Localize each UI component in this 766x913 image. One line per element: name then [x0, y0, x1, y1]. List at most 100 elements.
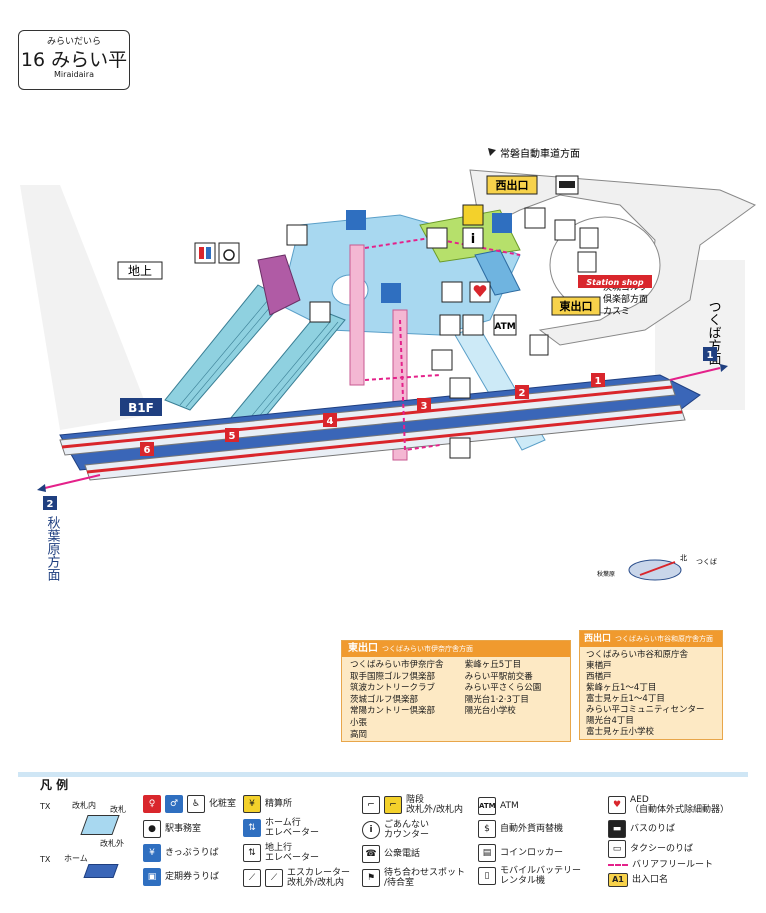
legend-divider: [18, 772, 748, 777]
legend-locker: ▤ コインロッカー: [478, 844, 563, 862]
legend-info-counter: i ごあんないカウンター: [362, 820, 429, 840]
wheelchair-icon: ♿: [187, 795, 205, 813]
legend-ticket-label: きっぷうりば: [165, 848, 219, 858]
west-exit-header: 西出口つくばみらい市谷和原庁舎方面: [580, 631, 722, 647]
west-exit-subtitle: つくばみらい市谷和原庁舎方面: [615, 635, 714, 643]
station-office-icon: ●: [143, 820, 161, 838]
toilet-icon-2: [439, 314, 461, 336]
east-dest-item: 筑波カントリークラブ: [350, 683, 436, 694]
stairs-icon-2: [309, 301, 331, 323]
atm-map-label: ATM: [494, 322, 515, 332]
station-name: 16 みらい平: [20, 49, 128, 71]
terrain-left: [20, 185, 150, 430]
legend-elevator-home-2: エレベーター: [265, 828, 320, 838]
pass-icon: ▣: [143, 868, 161, 886]
west-exit-title: 西出口: [584, 634, 612, 644]
east-dest-item: 茨城ゴルフ倶楽部: [350, 694, 419, 705]
legend-station-office: ● 駅事務室: [143, 820, 201, 838]
akihabara-line-number: 2: [47, 499, 54, 510]
legend-atm-label: ATM: [500, 801, 519, 811]
legend-battery-2: レンタル機: [500, 876, 546, 886]
car-number-2: 2: [519, 388, 526, 399]
legend-platform-in: 改札内: [72, 801, 96, 810]
legend-elevator-ground-2: エレベーター: [265, 853, 320, 863]
wheelchair-icon-2: [462, 314, 484, 336]
north-road-label: 常磐自動車道方面: [500, 147, 580, 160]
west-dest-item: みらい平コミュニティセンター: [586, 705, 705, 715]
b1f-label: B1F: [128, 401, 154, 415]
stairs-icon-3: [441, 281, 463, 303]
battery-icon: [579, 227, 599, 249]
atm-icon: [493, 314, 517, 336]
men-toilet-icon: ♂: [165, 795, 183, 813]
legend-waiting-1: 待ち合わせスポット: [384, 868, 466, 878]
legend-platform-gate: 改札: [110, 805, 126, 814]
legend-battery: ▯ モバイルバッテリーレンタル機: [478, 866, 581, 886]
east-exit-header: 東出口つくばみらい市伊奈庁舎方面: [342, 641, 570, 657]
station-name-kana: みらいだいら: [46, 37, 101, 47]
east-exit-sign: [551, 296, 601, 316]
legend-toilet-label: 化粧室: [209, 799, 237, 809]
east-dest-item: みらい平さくら公園: [464, 683, 542, 694]
legend-elevator-home-1: ホーム行: [265, 818, 301, 828]
legend-stairs: ⌐ ⌐ 階段改札外/改札内: [362, 795, 463, 815]
east-dest-3: カスミ: [603, 306, 630, 317]
west-dest-item: 西楢戸: [586, 672, 612, 682]
ticket-icon: [492, 213, 512, 233]
phone-icon: [529, 334, 549, 356]
legend-phone: ☎ 公衆電話: [362, 845, 420, 863]
train-stripe-upper: [61, 385, 673, 449]
legend-platform-home: ホーム: [64, 854, 88, 863]
legend-exit-name-label: 出入口名: [632, 875, 669, 885]
train-stripe-lower: [86, 410, 683, 474]
barrier-free-line-icon: [608, 864, 628, 866]
east-dest-item: つくばみらい市伊奈庁舎: [350, 660, 444, 670]
legend-fare-adjust: ¥ 精算所: [243, 795, 292, 813]
legend-escalator-1: エスカレーター: [287, 868, 351, 878]
battery-icon: ▯: [478, 867, 496, 885]
legend-taxi-label: タクシーのりば: [630, 844, 694, 854]
east-exit-subtitle: つくばみらい市伊奈庁舎方面: [382, 645, 473, 653]
aed-icon: ♥: [608, 796, 626, 814]
legend-ticket: ¥ きっぷうりば: [143, 844, 219, 862]
legend-pass: ▣ 定期券うりば: [143, 868, 219, 886]
legend-tx-logo-2: TX: [40, 855, 51, 864]
legend-exchange: $ 自動外貨両替機: [478, 820, 563, 838]
east-col-1: つくばみらい市伊奈庁舎 取手国際ゴルフ倶楽部 筑波カントリークラブ 茨城ゴルフ倶…: [350, 660, 462, 741]
west-dest-item: 富士見ヶ丘小学校: [586, 727, 655, 737]
east-exit-title: 東出口: [348, 643, 378, 654]
escalator-icon-3: [449, 437, 471, 459]
west-dest-item: 紫峰ヶ丘1～4丁目: [586, 683, 657, 693]
car-number-6: 6: [144, 445, 151, 456]
legend-aed-2: （自動体外式除細動器）: [630, 805, 730, 815]
svg-text:i: i: [471, 232, 475, 247]
b1f-box: [120, 398, 162, 416]
legend-barrier-free: バリアフリールート: [608, 860, 713, 870]
compass: 北 つくば 秋葉原: [597, 554, 717, 581]
legend-platform-sample: [83, 864, 119, 878]
ticket-icon: ¥: [143, 844, 161, 862]
elevator-home-icon: ⇅: [243, 819, 261, 837]
office-icon: [426, 227, 448, 249]
east-dest-item: みらい平駅前交番: [464, 671, 533, 682]
atm-icon: ATM: [478, 797, 496, 815]
legend-waiting-2: /待合室: [384, 878, 415, 888]
legend-station-office-label: 駅事務室: [165, 824, 202, 834]
legend-exchange-label: 自動外貨両替機: [500, 824, 564, 834]
legend-platform-out: 改札外: [100, 839, 124, 848]
locker-icon: [577, 251, 597, 273]
locker-icon: ▤: [478, 844, 496, 862]
car-number-5: 5: [229, 431, 236, 442]
toilet-icon: [194, 242, 216, 264]
ground-level-label: 地上: [128, 264, 152, 278]
east-exit-destinations: 東出口つくばみらい市伊奈庁舎方面 つくばみらい市伊奈庁舎 取手国際ゴルフ倶楽部 …: [341, 640, 571, 742]
currency-exchange-icon: $: [478, 820, 496, 838]
east-dest-item: 取手国際ゴルフ倶楽部: [350, 671, 436, 682]
escalator-icon-2: [449, 377, 471, 399]
west-exit-sign: [486, 175, 538, 195]
station-title-box: みらいだいら 16 みらい平 Miraidaira: [18, 30, 130, 90]
legend-bus-label: バスのりば: [630, 824, 676, 834]
east-dest-item: 陽光台1·2·3丁目: [464, 694, 529, 705]
east-dest-item: 高岡: [350, 729, 368, 740]
legend-elevator-ground: ⇅ 地上行エレベーター: [243, 843, 319, 863]
